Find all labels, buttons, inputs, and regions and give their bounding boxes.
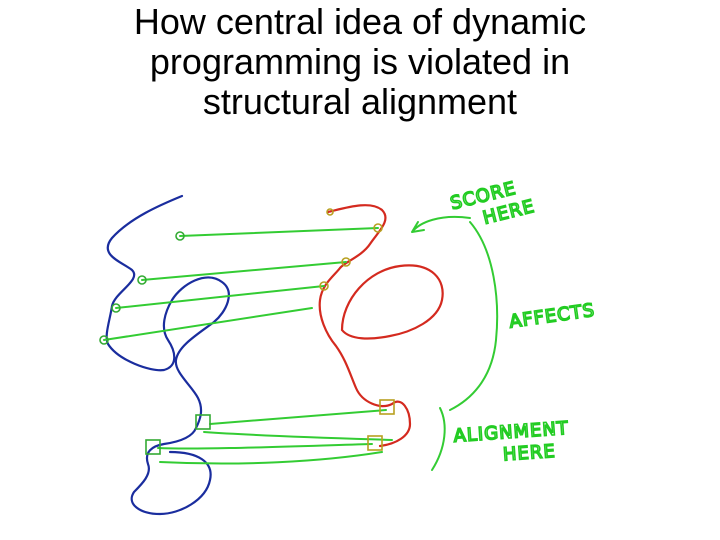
residue-markers <box>99 208 395 455</box>
alignment-link-2 <box>141 261 347 281</box>
alignment-links <box>103 227 393 465</box>
alignment-link-6 <box>157 443 373 450</box>
residue-marker <box>379 399 395 415</box>
alignment-link-5 <box>209 409 387 425</box>
affects-label: AFFECTS <box>508 300 596 333</box>
alignment-link-1 <box>179 227 379 237</box>
residue-marker <box>145 439 161 455</box>
score-arrow <box>411 216 471 233</box>
residue-marker <box>326 208 334 216</box>
title-line-1: How central idea of dynamic <box>133 1 587 42</box>
residue-marker <box>319 281 329 291</box>
here-label-bottom: HERE <box>502 441 556 466</box>
title-line-2: programming is violated in <box>149 41 571 82</box>
residue-marker <box>373 223 383 233</box>
title-line-3: structural alignment <box>202 81 518 122</box>
residue-marker <box>175 231 185 241</box>
residue-marker <box>137 275 147 285</box>
residue-marker <box>111 303 121 313</box>
residue-marker <box>99 335 109 345</box>
slide-title: How central idea of dynamic programming … <box>40 2 680 122</box>
blue-structure-chain <box>105 194 230 516</box>
alignment-bracket <box>431 407 446 471</box>
residue-marker <box>341 257 351 267</box>
affects-bracket <box>449 221 499 411</box>
residue-marker <box>195 414 211 430</box>
alignment-link-8 <box>203 431 393 441</box>
alignment-link-4 <box>103 307 313 341</box>
red-structure-chain <box>318 204 444 448</box>
residue-marker <box>367 435 383 451</box>
alignment-link-7 <box>159 451 383 465</box>
alignment-link-3 <box>115 285 325 309</box>
